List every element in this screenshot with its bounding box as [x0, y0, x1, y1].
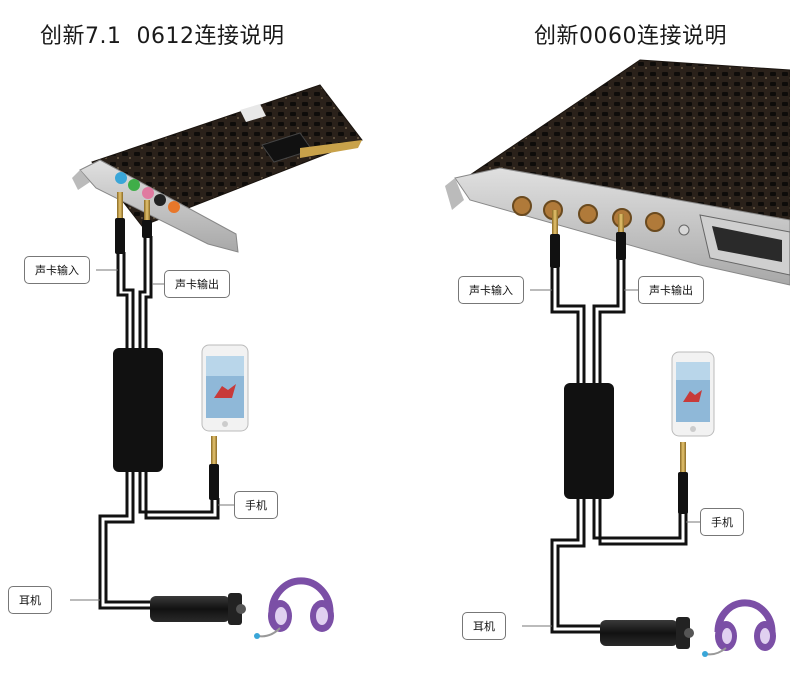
right-phone [671, 351, 715, 437]
left-cable-headphone-a [98, 470, 150, 610]
right-headphone-icon [702, 599, 776, 657]
left-cable-input-a [116, 252, 129, 350]
left-cable-phone-a [138, 470, 214, 514]
right-label-phone: 手机 [700, 508, 744, 536]
right-cable-headphone-b [556, 497, 600, 628]
right-cables [522, 258, 700, 634]
left-jack-orange [168, 201, 180, 213]
left-phone [201, 344, 249, 432]
right-bracket-tab [445, 178, 464, 210]
right-plug-output [616, 214, 626, 260]
right-game-port-inner [712, 226, 782, 262]
right-label-sound-in: 声卡输入 [458, 276, 524, 304]
right-headphone-jack [600, 617, 694, 649]
right-label-headphone: 耳机 [462, 612, 506, 640]
left-card-brand-label [240, 104, 266, 122]
right-cable-output-b [598, 258, 626, 385]
right-label-sound-out: 声卡输出 [638, 276, 704, 304]
right-cable-input-a [550, 266, 580, 385]
left-bracket-tab [72, 170, 90, 190]
left-label-sound-in: 声卡输入 [24, 256, 90, 284]
right-cable-phone-a [592, 497, 682, 540]
left-headphone-jack [150, 593, 246, 625]
left-plug-output [142, 200, 152, 238]
right-screw [678, 224, 690, 236]
right-cable-output-a [592, 258, 620, 385]
left-splitter-box [113, 348, 163, 472]
left-jack-blue [115, 172, 127, 184]
right-plug-input [550, 210, 560, 268]
left-plug-phone [209, 436, 219, 500]
left-label-headphone: 耳机 [8, 586, 52, 614]
left-cable-headphone-b [104, 470, 150, 604]
left-cables [70, 236, 234, 610]
left-sound-card [72, 84, 363, 253]
left-plug-input [115, 192, 125, 254]
left-jack-green [128, 179, 140, 191]
right-jack-3 [578, 204, 598, 224]
left-cable-output-a [138, 236, 147, 350]
left-jack-black [154, 194, 166, 206]
right-plug-phone [678, 442, 688, 514]
right-cable-headphone-a [550, 497, 600, 634]
left-label-phone: 手机 [234, 491, 278, 519]
left-cable-input-b [122, 252, 135, 350]
left-diagram-title: 创新7.1 0612连接说明 [40, 24, 285, 49]
right-cable-input-b [556, 266, 586, 385]
left-card-gold-fingers [300, 140, 362, 158]
left-cable-phone-b [144, 470, 220, 520]
right-jack-1 [512, 196, 532, 216]
left-headphone-icon [254, 577, 334, 639]
right-cable-phone-b [598, 497, 688, 546]
left-label-sound-out: 声卡输出 [164, 270, 230, 298]
left-cable-output-b [144, 236, 153, 350]
right-splitter-box [564, 383, 614, 499]
right-jack-5 [645, 212, 665, 232]
left-jack-pink [142, 187, 154, 199]
right-diagram-title: 创新0060连接说明 [534, 24, 727, 49]
